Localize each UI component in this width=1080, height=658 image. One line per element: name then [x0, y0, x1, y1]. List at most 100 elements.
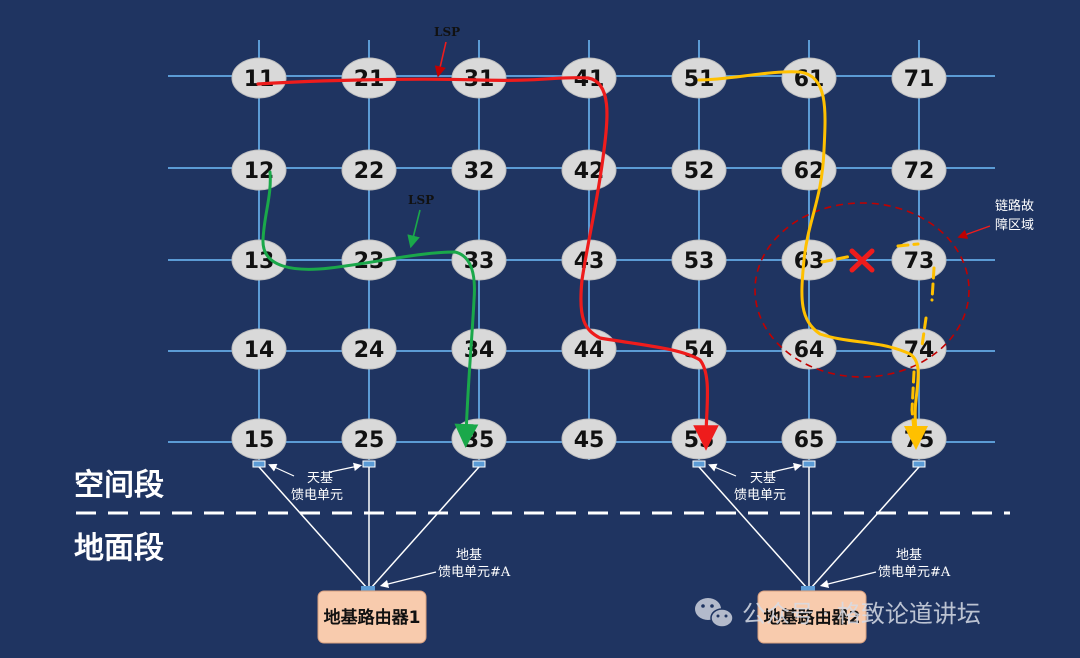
wechat-icon	[695, 598, 734, 628]
node-62: 62	[781, 149, 837, 191]
node-32: 32	[451, 149, 507, 191]
node-label: 62	[794, 159, 825, 184]
node-label: 14	[244, 338, 275, 363]
ground-feed-label-right-line1: 地基	[896, 548, 922, 563]
node-53: 53	[671, 239, 727, 281]
node-label: 72	[904, 159, 935, 184]
space-feed-pointer-right-a	[708, 463, 737, 477]
node-label: 34	[464, 338, 495, 363]
node-ellipse	[231, 328, 287, 370]
lsp-pointer-top	[434, 41, 447, 78]
feeder-port	[912, 460, 926, 468]
node-label: 71	[904, 67, 935, 92]
feeder-port	[252, 460, 266, 468]
node-ellipse	[451, 328, 507, 370]
node-label: 75	[904, 428, 935, 453]
node-label: 52	[684, 159, 715, 184]
node-22: 22	[341, 149, 397, 191]
node-ellipse	[891, 57, 947, 99]
node-label: 53	[684, 249, 715, 274]
yellow-path-backup	[820, 254, 854, 264]
lsp-pointer-middle	[407, 209, 421, 249]
node-ellipse	[671, 239, 727, 281]
feed-link	[698, 466, 808, 589]
router-1-label: 地基路由器1	[324, 607, 421, 628]
feeder-port	[802, 460, 816, 468]
node-ellipse	[781, 239, 837, 281]
node-14: 14	[231, 328, 287, 370]
ground-router-1[interactable]: 地基路由器1	[317, 590, 427, 644]
node-11: 11	[231, 57, 287, 99]
node-label: 64	[794, 338, 825, 363]
red-lsp-path	[256, 76, 719, 451]
feed-link	[810, 466, 920, 589]
ground-segment-label: 地面段	[74, 531, 164, 566]
node-label: 74	[904, 338, 935, 363]
node-33: 33	[451, 239, 507, 281]
node-label: 44	[574, 338, 605, 363]
space-feed-pointer-left-b	[329, 462, 363, 473]
ground-feed-label-left-line1: 地基	[456, 548, 482, 563]
ground-feed-label-right-line2: 馈电单元#A	[878, 565, 951, 580]
feed-link	[370, 466, 480, 589]
node-44: 44	[561, 328, 617, 370]
node-label: 63	[794, 249, 825, 274]
fault-region-label-line1: 链路故	[995, 198, 1034, 214]
node-35: 35	[451, 418, 507, 460]
node-75: 75	[891, 418, 947, 460]
router-2-label: 地基路由器2	[764, 607, 861, 628]
node-ellipse	[231, 57, 287, 99]
node-63: 63	[781, 239, 837, 281]
node-ellipse	[671, 149, 727, 191]
node-ellipse	[231, 149, 287, 191]
watermark: 公众号 · 格致论道讲坛	[695, 598, 981, 628]
router-port	[801, 586, 815, 591]
space-feeder-ports	[252, 460, 926, 468]
fault-x-icon	[849, 248, 875, 273]
feeder-port	[362, 460, 376, 468]
space-feed-label-left-line1: 天基	[307, 471, 333, 486]
node-label: 24	[354, 338, 385, 363]
lsp-label-middle: LSP	[408, 193, 434, 207]
node-25: 25	[341, 418, 397, 460]
node-65: 65	[781, 418, 837, 460]
fault-region-label-line2: 障区域	[995, 218, 1034, 233]
node-ellipse	[231, 418, 287, 460]
node-ellipse	[891, 149, 947, 191]
node-12: 12	[231, 149, 287, 191]
node-71: 71	[891, 57, 947, 99]
node-label: 22	[354, 159, 385, 184]
node-ellipse	[341, 239, 397, 281]
node-label: 55	[684, 428, 715, 453]
node-label: 11	[244, 67, 275, 92]
node-34: 34	[451, 328, 507, 370]
space-feed-pointer-right-b	[771, 462, 803, 473]
fault-region-circle	[754, 202, 970, 378]
feed-link	[258, 466, 368, 589]
node-label: 25	[354, 428, 385, 453]
space-feed-label-right-line2: 馈电单元	[734, 488, 786, 503]
yellow-path-backup	[896, 242, 936, 432]
node-label: 65	[794, 428, 825, 453]
space-feed-label-left-line2: 馈电单元	[291, 488, 343, 503]
node-74: 74	[891, 328, 947, 370]
yellow-path-primary	[697, 70, 928, 450]
ground-router-2[interactable]: 地基路由器2	[757, 590, 867, 644]
node-24: 24	[341, 328, 397, 370]
feeder-port	[692, 460, 706, 468]
node-54: 54	[671, 328, 727, 370]
node-ellipse	[231, 239, 287, 281]
ground-feed-label-left-line2: 馈电单元#A	[438, 565, 511, 580]
node-45: 45	[561, 418, 617, 460]
node-ellipse	[561, 418, 617, 460]
node-label: 45	[574, 428, 605, 453]
node-13: 13	[231, 239, 287, 281]
node-52: 52	[671, 149, 727, 191]
node-ellipse	[781, 418, 837, 460]
router-port	[361, 586, 375, 591]
node-label: 73	[904, 249, 935, 274]
node-label: 43	[574, 249, 605, 274]
